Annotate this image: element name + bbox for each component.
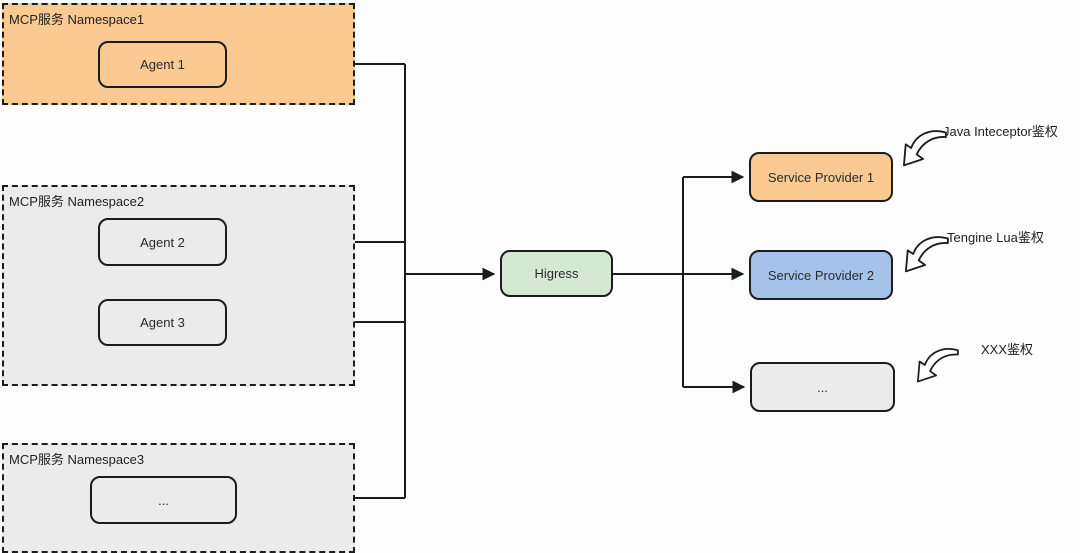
curved-arrow-icon [903,130,947,167]
higress-label: Higress [534,266,579,281]
agent-3-node: Agent 3 [98,299,227,346]
service-provider-2-node: Service Provider 2 [749,250,893,300]
agent-2-node: Agent 2 [98,218,227,266]
service-provider-1-node: Service Provider 1 [749,152,893,202]
service-provider-1-label: Service Provider 1 [767,169,875,185]
namespace-3-container: MCP服务 Namespace3 [2,443,355,553]
annotation-xxx-auth: XXX鉴权 [981,342,1034,357]
curved-arrow-icon [917,348,959,383]
namespace-2-container: MCP服务 Namespace2 [2,185,355,386]
service-provider-ellipsis-label: ... [817,379,828,395]
namespace-3-ellipsis-label: ... [158,492,169,508]
namespace-3-label: MCP服务 Namespace3 [9,452,145,467]
namespace-2-label: MCP服务 Namespace2 [9,194,145,209]
service-provider-2-label: Service Provider 2 [767,267,875,283]
namespace-1-label: MCP服务 Namespace1 [9,12,145,27]
agent-2-label: Agent 2 [140,234,185,250]
higress-gateway-node: Higress [500,250,613,297]
curved-arrow-icon [905,236,949,273]
namespace-3-ellipsis-node: ... [90,476,237,524]
service-provider-ellipsis-node: ... [750,362,895,412]
agent-3-label: Agent 3 [140,315,185,330]
annotation-java-interceptor: Java Inteceptor鉴权 [943,124,1058,139]
agent-1-node: Agent 1 [98,41,227,88]
annotation-tengine-lua: Tengine Lua鉴权 [947,230,1044,245]
agent-1-label: Agent 1 [140,57,185,72]
